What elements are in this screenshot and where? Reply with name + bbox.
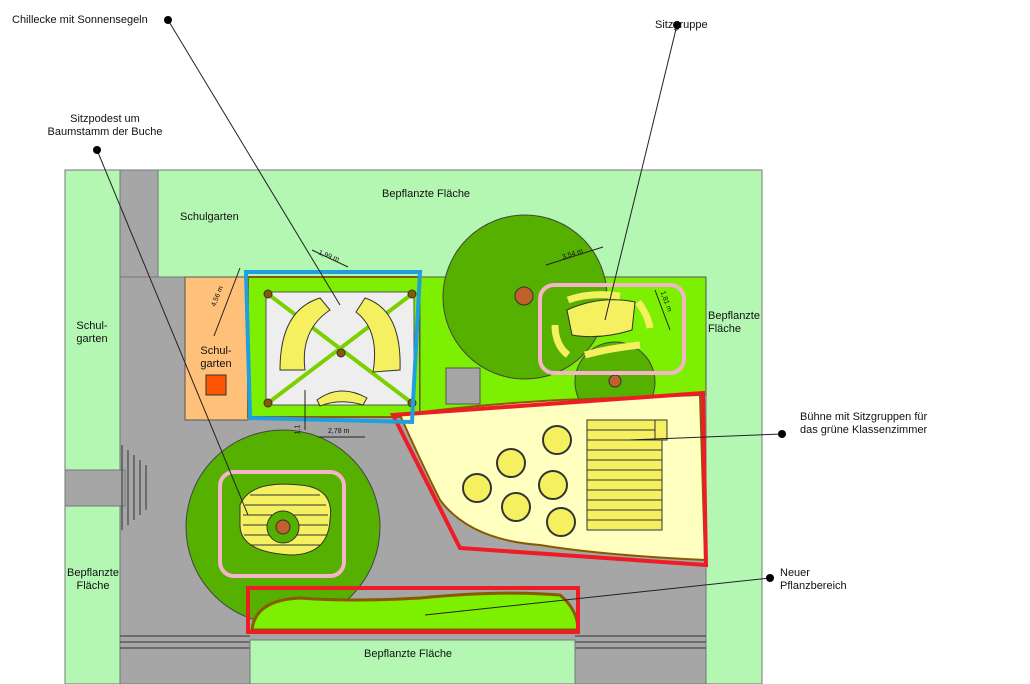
highlight-sitzpodest [218, 470, 346, 578]
area-text: Bepflanzte [708, 310, 760, 322]
callout-pflanzbereich: Neuer Pflanzbereich [780, 567, 847, 593]
callout-lines [96, 19, 783, 616]
highlight-buehne [389, 390, 709, 568]
stage-steps [654, 419, 668, 441]
bench [566, 291, 621, 304]
area-label: Schul- garten [188, 345, 244, 371]
stool-groups [462, 425, 576, 537]
area-label: Bepflanzte Fläche [708, 310, 760, 336]
stage [586, 419, 663, 531]
area-label: Bepflanzte Fläche [64, 567, 122, 593]
curved-bench [279, 297, 331, 371]
garden-bed [205, 374, 227, 396]
highlight-pflanzbereich [246, 586, 580, 634]
callout-buehne: Bühne mit Sitzgruppen für das grüne Klas… [800, 411, 927, 437]
area-text: Schul- [200, 345, 232, 357]
path-north [119, 169, 159, 281]
area-text: Fläche [76, 580, 110, 592]
callout-text: Sitzpodest um [70, 113, 140, 125]
callout-chillecke: Chillecke mit Sonnensegeln [12, 14, 148, 26]
area-label: Bepflanzte Fläche [382, 188, 471, 200]
bench [551, 324, 571, 358]
bench [635, 299, 654, 329]
path-west [64, 469, 126, 507]
dimension-lines [213, 246, 671, 438]
highlight-sitzgruppe [538, 283, 686, 375]
dimension-label: 1,1 [294, 424, 302, 435]
callout-sitzpodest: Sitzpodest um Baumstamm der Buche [40, 113, 170, 139]
callout-sitzgruppe: Sitzgruppe [655, 19, 708, 31]
callout-text: Neuer [780, 567, 810, 579]
area-label: Schulgarten [180, 211, 239, 223]
tree-trunk [608, 374, 622, 388]
bench [584, 341, 641, 359]
beech-trunk [275, 519, 291, 535]
area-text: Fläche [708, 323, 742, 335]
gray-pad [445, 367, 481, 405]
highlight-chillecke [243, 270, 423, 425]
callout-text: Baumstamm der Buche [47, 126, 163, 138]
area-text: Bepflanzte [67, 567, 119, 579]
stage-slats [587, 429, 662, 521]
area-text: Schul- [76, 320, 108, 332]
callout-text: Bühne mit Sitzgruppen für [800, 411, 928, 423]
curved-bench [355, 297, 401, 373]
callout-text: Pflanzbereich [780, 580, 847, 592]
area-label: Schul- garten [66, 320, 118, 346]
new-planting-bed [250, 591, 580, 632]
area-text: garten [76, 333, 108, 345]
planted-bottom [249, 639, 576, 684]
area-label: Bepflanzte Fläche [364, 648, 453, 660]
sail-lines [266, 292, 414, 405]
seat-table [566, 299, 636, 338]
school-garden [184, 276, 249, 421]
callout-dots [93, 16, 786, 582]
area-text: garten [200, 358, 232, 370]
tree-trunk [514, 286, 534, 306]
dimension-label: 2,78 m [328, 428, 350, 435]
steps [120, 445, 706, 649]
curved-bench [316, 390, 368, 407]
callout-text: das grüne Klassenzimmer [800, 424, 928, 436]
